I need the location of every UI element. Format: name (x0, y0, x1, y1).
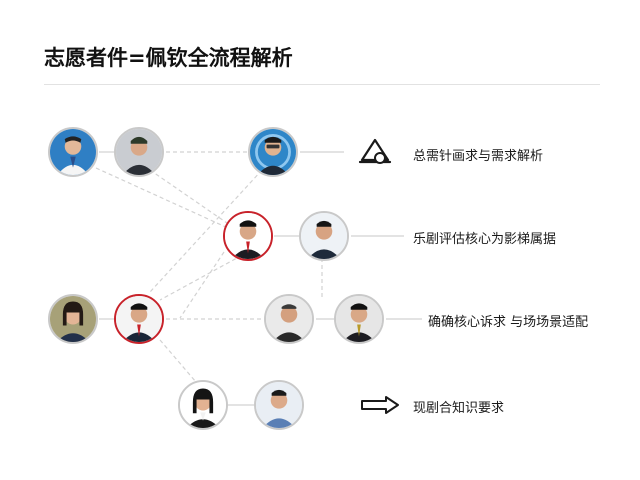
avatar (178, 380, 228, 430)
step-label-1: 总需针画求与需求解析 (413, 149, 544, 164)
connector (179, 251, 225, 319)
arrow-right-icon (360, 396, 400, 418)
bell-icon (358, 136, 392, 170)
step-label-2: 乐剧评估核心为影梯属据 (413, 232, 557, 247)
connector (149, 169, 241, 233)
page-title: 志愿者件=佩钦全流程解析 (44, 46, 293, 70)
avatar (248, 127, 298, 177)
step-label-3: 确确核心诉求 与场场景适配 (428, 315, 589, 330)
connector (95, 167, 229, 229)
avatar (114, 127, 164, 177)
avatar (254, 380, 304, 430)
title-divider (44, 84, 600, 85)
connector (159, 339, 197, 383)
avatar (299, 211, 349, 261)
avatar (48, 294, 98, 344)
avatar (264, 294, 314, 344)
avatar (223, 211, 273, 261)
step-label-4: 现剧合知识要求 (413, 401, 505, 416)
connector (159, 251, 249, 301)
avatar (334, 294, 384, 344)
avatar (48, 127, 98, 177)
avatar (114, 294, 164, 344)
